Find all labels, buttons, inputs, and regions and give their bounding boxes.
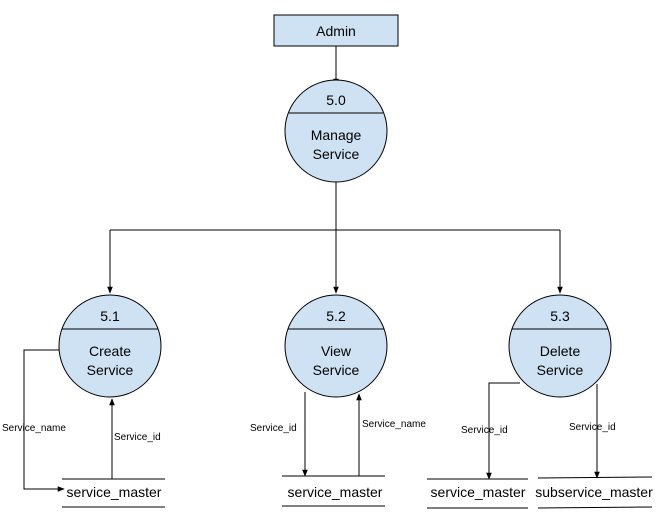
- flow-label-create-in: Service_name: [2, 423, 66, 434]
- process-5-3-number: 5.3: [550, 308, 570, 324]
- datastore-3-label: service_master: [431, 484, 526, 500]
- process-5-1-label-line2: Service: [87, 362, 134, 378]
- admin-entity[interactable]: Admin: [273, 14, 399, 47]
- process-5-0[interactable]: 5.0 Manage Service: [284, 79, 388, 183]
- process-5-3-label-line2: Service: [537, 362, 584, 378]
- process-5-3[interactable]: 5.3 Delete Service: [508, 294, 612, 398]
- process-5-2[interactable]: 5.2 View Service: [284, 294, 388, 398]
- process-5-0-number: 5.0: [326, 92, 346, 108]
- flow-label-view-out: Service_name: [362, 419, 426, 430]
- flow-label-delete-out1: Service_id: [461, 425, 508, 436]
- admin-entity-label: Admin: [316, 23, 356, 39]
- datastore-subservice-master[interactable]: subservice_master: [535, 476, 653, 509]
- process-5-2-label-line1: View: [321, 343, 352, 359]
- process-5-1[interactable]: 5.1 Create Service: [58, 294, 162, 398]
- process-5-0-label-line2: Service: [313, 146, 360, 162]
- datastore-4-label: subservice_master: [535, 484, 653, 500]
- process-5-2-number: 5.2: [326, 308, 346, 324]
- datastore-service-master-1[interactable]: service_master: [62, 478, 165, 508]
- datastore-service-master-3[interactable]: service_master: [427, 478, 528, 509]
- flow-delete-service-master: [486, 382, 520, 480]
- datastore-1-label: service_master: [67, 484, 162, 500]
- process-5-3-label-line1: Delete: [540, 343, 581, 359]
- flow-create-service-name: [23, 349, 65, 492]
- process-5-2-label-line2: Service: [313, 362, 360, 378]
- flow-label-create-out: Service_id: [114, 432, 161, 443]
- flow-label-view-in: Service_id: [250, 423, 297, 434]
- flow-label-delete-out2: Service_id: [569, 422, 616, 433]
- process-5-1-label-line1: Create: [89, 343, 131, 359]
- process-5-1-number: 5.1: [100, 308, 120, 324]
- process-5-0-label-line1: Manage: [311, 127, 362, 143]
- datastore-service-master-2[interactable]: service_master: [282, 475, 385, 507]
- datastore-2-label: service_master: [288, 484, 383, 500]
